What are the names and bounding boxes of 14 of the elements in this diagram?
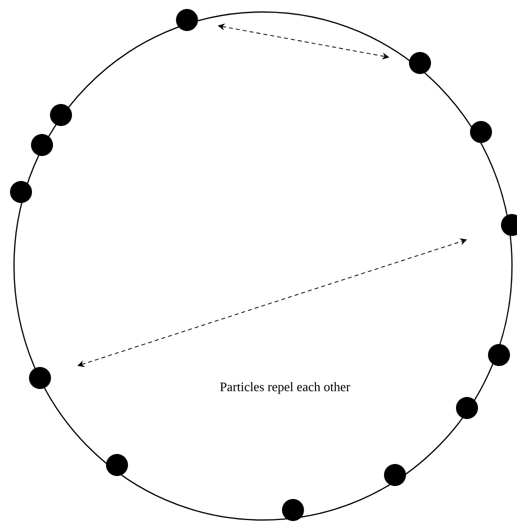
particle	[50, 104, 72, 126]
particle	[10, 181, 32, 203]
particle	[501, 214, 517, 236]
particle	[470, 121, 492, 143]
particle	[29, 367, 51, 389]
particle	[176, 9, 198, 31]
particle	[456, 397, 478, 419]
particle	[31, 134, 53, 156]
particle	[106, 454, 128, 476]
particle	[384, 464, 406, 486]
particle	[409, 52, 431, 74]
particle	[488, 344, 510, 366]
particle	[282, 499, 304, 521]
caption-text: Particles repel each other	[220, 382, 350, 394]
